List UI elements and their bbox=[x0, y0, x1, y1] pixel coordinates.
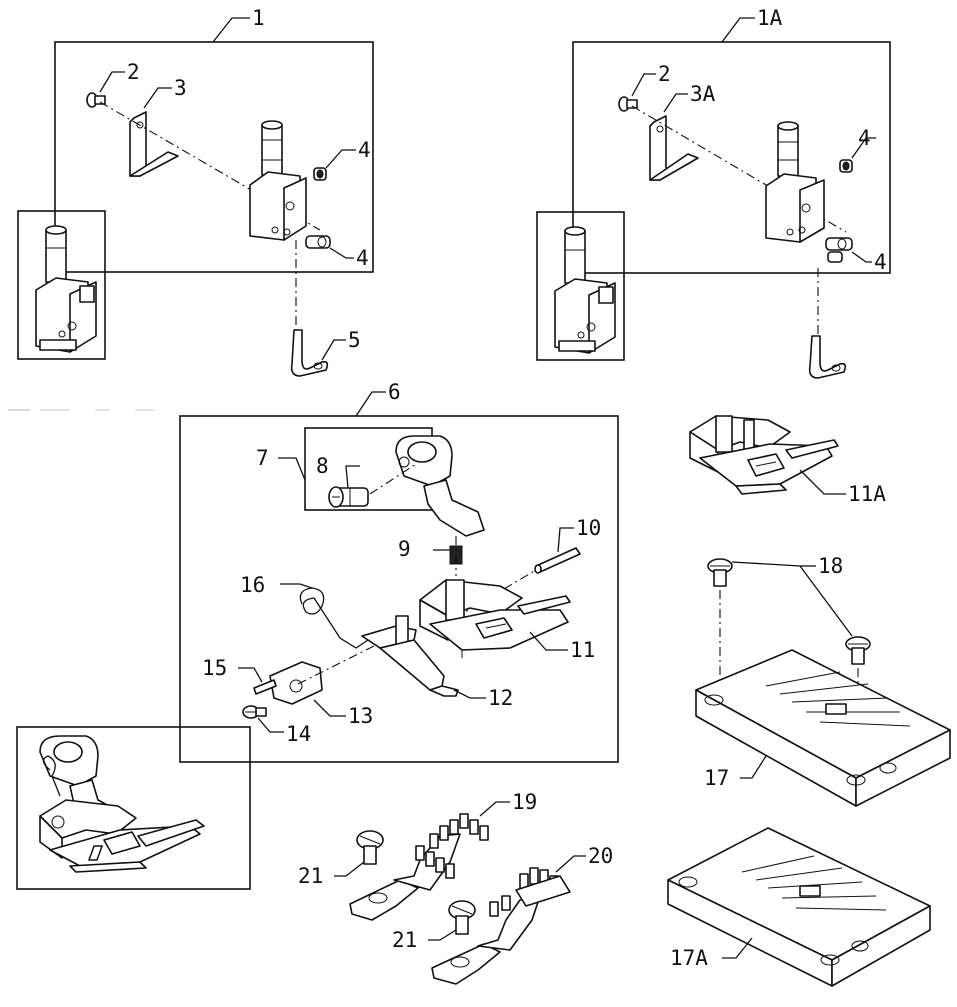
label-13: 13 bbox=[348, 704, 373, 728]
label-17: 17 bbox=[704, 766, 729, 790]
screw-4-top bbox=[313, 167, 327, 181]
label-4-c: 4 bbox=[858, 126, 871, 150]
pin-15 bbox=[253, 679, 277, 695]
label-8: 8 bbox=[316, 454, 329, 478]
label-14: 14 bbox=[286, 722, 311, 746]
assembly-1a-inset-frame bbox=[536, 211, 625, 361]
label-19: 19 bbox=[512, 790, 537, 814]
plate-13 bbox=[269, 661, 323, 705]
bracket-3a bbox=[649, 115, 699, 181]
label-1a: 1A bbox=[757, 6, 783, 30]
needle-clamp-1-inset bbox=[35, 225, 97, 353]
spring-9 bbox=[433, 545, 463, 565]
label-6: 6 bbox=[388, 380, 401, 404]
assembly-6-frame bbox=[179, 415, 619, 763]
needle-clamp-1a-inset bbox=[554, 226, 616, 354]
screw-2-b bbox=[618, 96, 638, 112]
screw-18-a bbox=[707, 558, 733, 587]
thread-guide-1a bbox=[808, 335, 847, 379]
label-11: 11 bbox=[570, 638, 595, 662]
label-3a: 3A bbox=[690, 82, 716, 106]
needle-clamp-1 bbox=[249, 120, 307, 241]
toe-12 bbox=[361, 615, 459, 697]
assembly-1-inset-frame bbox=[17, 210, 106, 360]
label-10: 10 bbox=[576, 516, 601, 540]
needle-clamp-1a bbox=[765, 121, 825, 243]
assembly-1-frame bbox=[54, 41, 374, 273]
presser-foot-inset-frame bbox=[16, 726, 251, 890]
presser-connector bbox=[369, 435, 485, 537]
label-3: 3 bbox=[174, 76, 187, 100]
bracket-3 bbox=[129, 111, 179, 177]
screw-4-c bbox=[839, 159, 853, 173]
screw-21-b bbox=[448, 900, 476, 935]
label-4-b: 4 bbox=[356, 246, 369, 270]
label-7: 7 bbox=[256, 446, 269, 470]
feed-dog-20 bbox=[431, 867, 571, 985]
screw-8 bbox=[328, 486, 369, 508]
label-4-d: 4 bbox=[874, 250, 887, 274]
label-4-a: 4 bbox=[358, 138, 371, 162]
throat-plate-17 bbox=[695, 649, 951, 807]
presser-foot-11a bbox=[689, 415, 839, 495]
label-9: 9 bbox=[398, 537, 411, 561]
label-17a: 17A bbox=[670, 946, 708, 970]
assembly-1a-frame bbox=[572, 41, 891, 274]
label-21-a: 21 bbox=[298, 864, 323, 888]
label-16: 16 bbox=[240, 573, 265, 597]
label-5: 5 bbox=[348, 328, 361, 352]
feed-dog-19 bbox=[88, 813, 489, 921]
thread-guide-5 bbox=[290, 329, 329, 377]
label-15: 15 bbox=[202, 656, 227, 680]
wire-16 bbox=[299, 587, 369, 649]
screw-14 bbox=[242, 705, 267, 719]
assembly-6 bbox=[179, 391, 619, 763]
label-20: 20 bbox=[588, 844, 613, 868]
throat-plate-17a bbox=[667, 827, 931, 987]
screw-2 bbox=[86, 92, 106, 108]
screw-21-a bbox=[356, 830, 384, 865]
label-21-b: 21 bbox=[392, 928, 417, 952]
presser-foot-11 bbox=[419, 579, 571, 658]
screw-4-bottom bbox=[305, 235, 331, 249]
presser-foot-assembled-inset bbox=[16, 726, 251, 890]
assembly-1a bbox=[536, 17, 891, 379]
label-18: 18 bbox=[818, 554, 843, 578]
assembly-1 bbox=[17, 17, 374, 377]
label-11a: 11A bbox=[848, 482, 886, 506]
screw-4-d bbox=[825, 237, 853, 263]
label-2b: 2 bbox=[658, 62, 671, 86]
pin-10 bbox=[534, 547, 581, 574]
label-1: 1 bbox=[252, 6, 265, 30]
label-12: 12 bbox=[488, 686, 513, 710]
screw-18-b bbox=[845, 636, 871, 665]
label-2: 2 bbox=[127, 60, 140, 84]
